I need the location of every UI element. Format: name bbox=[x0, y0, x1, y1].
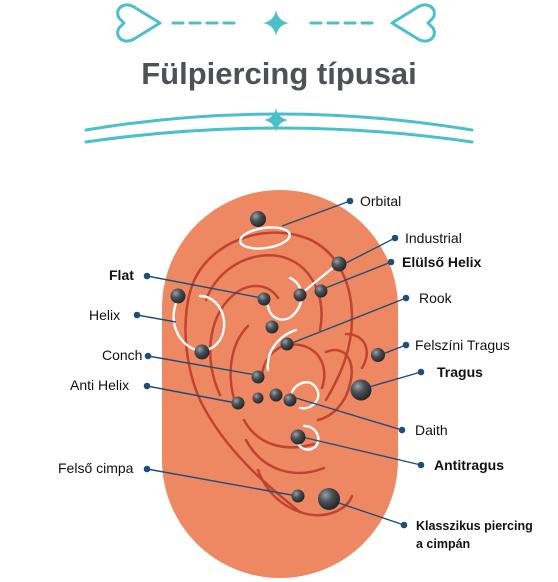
stud-helix-lower bbox=[194, 344, 210, 360]
ring-daith bbox=[290, 381, 320, 410]
stud-felszini-tragus bbox=[371, 348, 385, 362]
ear-background-shape bbox=[162, 190, 398, 578]
stud-orbital bbox=[250, 211, 266, 227]
label-orbital: Orbital bbox=[360, 193, 401, 209]
stud-flat bbox=[257, 292, 271, 306]
label-flat: Flat bbox=[109, 267, 134, 283]
stud-tragus bbox=[350, 379, 372, 401]
stud-rook bbox=[280, 337, 294, 351]
label-antitragus: Antitragus bbox=[434, 457, 504, 473]
label-klasszikus-line2: a cimpán bbox=[416, 537, 470, 551]
label-daith: Daith bbox=[415, 422, 448, 438]
stud-daith-1 bbox=[269, 388, 283, 402]
ring-rook bbox=[266, 276, 303, 321]
stud-felso-cimpa bbox=[291, 489, 305, 503]
stud-industrial bbox=[331, 256, 347, 272]
stud-industrial-inner bbox=[293, 288, 307, 302]
sparkle-icon-2 bbox=[264, 108, 288, 132]
label-industrial: Industrial bbox=[405, 230, 462, 246]
label-anti-helix: Anti Helix bbox=[70, 377, 129, 393]
label-klasszikus-line1: Klasszikus piercing bbox=[416, 519, 533, 533]
ring-antitragus bbox=[296, 424, 320, 451]
stud-helix bbox=[170, 288, 186, 304]
label-elulso-helix: Elülső Helix bbox=[402, 254, 482, 270]
stud-antitragus bbox=[290, 429, 306, 445]
stud-anti-helix-2 bbox=[252, 392, 264, 404]
stud-klasszikus bbox=[318, 488, 340, 510]
stud-rook-upper bbox=[265, 320, 279, 334]
heart-outline-right-icon bbox=[390, 3, 436, 43]
label-conch: Conch bbox=[102, 347, 142, 363]
ring-helix bbox=[172, 294, 226, 352]
ring-orbital bbox=[239, 226, 291, 250]
ring-conch bbox=[266, 328, 298, 372]
label-helix: Helix bbox=[89, 307, 120, 323]
page-title: Fülpiercing típusai bbox=[141, 56, 417, 91]
stud-elulso-helix bbox=[314, 284, 328, 298]
label-rook: Rook bbox=[419, 290, 453, 306]
stud-daith-2 bbox=[283, 393, 297, 407]
studs bbox=[170, 211, 385, 510]
top-ornament bbox=[116, 3, 436, 43]
label-felso-cimpa: Felső cimpa bbox=[58, 460, 134, 476]
sparkle-icon bbox=[263, 10, 289, 36]
heart-outline-left-icon bbox=[116, 3, 162, 43]
label-tragus: Tragus bbox=[437, 364, 483, 380]
arc-ornament bbox=[84, 112, 474, 144]
label-felszini-tragus: Felszíni Tragus bbox=[415, 337, 510, 353]
stud-conch bbox=[251, 370, 265, 384]
stud-anti-helix bbox=[231, 396, 245, 410]
